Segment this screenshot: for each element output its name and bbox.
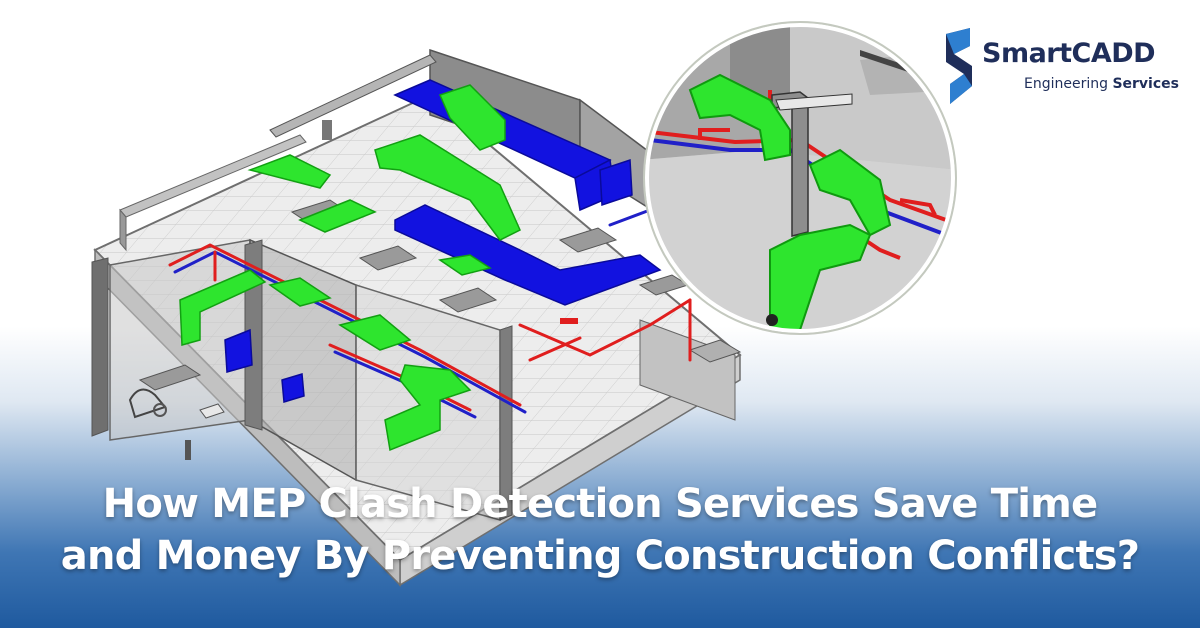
headline-line-1: How MEP Clash Detection Services Save Ti… — [102, 481, 1098, 527]
s-ribbon-logo-icon — [946, 28, 972, 104]
brand-tagline-bold: Services — [1112, 76, 1179, 92]
headline-line-2: and Money By Preventing Construction Con… — [60, 533, 1140, 579]
brand-tagline-regular: Engineering — [1024, 76, 1113, 92]
brand-logo[interactable]: SmartCADD Engineering Services — [940, 28, 1192, 106]
clash-duct-lower — [808, 148, 892, 237]
clash-duct-upper — [688, 73, 791, 162]
clash-zoom-inset — [643, 21, 957, 335]
building-model — [91, 48, 742, 587]
supply-ducts — [179, 84, 521, 452]
headline: How MEP Clash Detection Services Save Ti… — [0, 478, 1200, 582]
brand-name: SmartCADD — [982, 38, 1156, 69]
brand-tagline: Engineering Services — [1024, 76, 1179, 92]
